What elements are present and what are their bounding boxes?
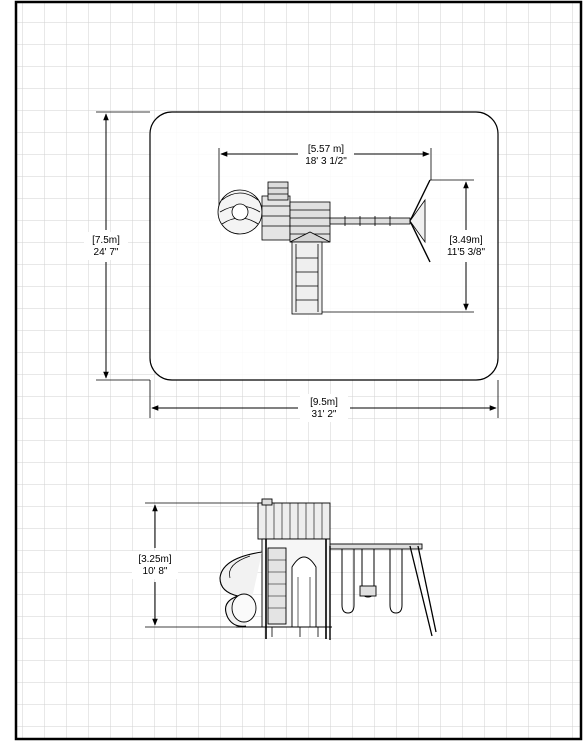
overall-depth-metric: [7.5m] — [92, 235, 120, 246]
overall-width-metric: [9.5m] — [310, 397, 338, 408]
play-depth-dimension: [3.49m] 11'5 3/8" — [298, 179, 490, 313]
playset-top-view-drawing — [217, 179, 431, 315]
top-view: [7.5m] 24' 7" [9.5m] 31' 2" [5.57 m] 18'… — [84, 111, 499, 422]
play-depth-metric: [3.49m] — [449, 235, 483, 246]
play-width-imperial: 18' 3 1/2" — [305, 156, 347, 167]
overall-width-imperial: 31' 2" — [312, 409, 337, 420]
overall-width-dimension: [9.5m] 31' 2" — [149, 380, 499, 422]
side-view: [3.25m] 10' 8" — [132, 498, 437, 640]
height-imperial: 10' 8" — [143, 566, 168, 577]
overall-depth-dimension: [7.5m] 24' 7" — [84, 111, 150, 381]
overall-depth-imperial: 24' 7" — [94, 247, 119, 258]
height-metric: [3.25m] — [138, 554, 172, 565]
play-width-dimension: [5.57 m] 18' 3 1/2" — [218, 141, 432, 210]
height-dimension: [3.25m] 10' 8" — [132, 502, 268, 628]
play-width-metric: [5.57 m] — [308, 144, 344, 155]
play-depth-imperial: 11'5 3/8" — [447, 247, 486, 258]
page-border — [14, 0, 583, 741]
playset-side-view-drawing — [219, 498, 437, 640]
safety-zone — [149, 111, 499, 381]
